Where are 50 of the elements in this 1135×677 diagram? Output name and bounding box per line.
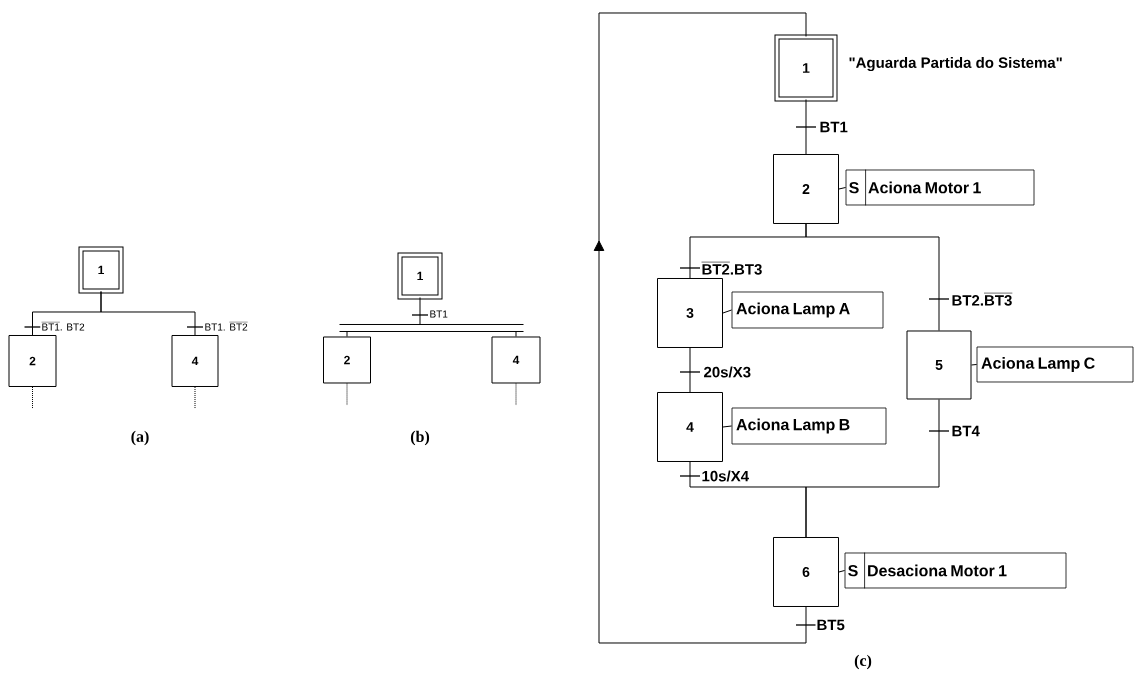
step-box: 4 (491, 336, 541, 384)
connector (346, 331, 348, 337)
connector (805, 99, 807, 155)
transition-label: $\overline{\text{BT1}}\text{. BT2}$ (40, 320, 86, 332)
connector (689, 347, 691, 393)
initial-step-box: 1 (774, 34, 838, 102)
connector (805, 223, 940, 331)
connector (194, 386, 196, 410)
step-box: 5 (906, 330, 972, 400)
action-box: Aciona Lamp A (731, 291, 884, 329)
step-box: 6 (773, 537, 839, 607)
action-box: S Desaciona Motor 1 (844, 552, 1067, 589)
connector (971, 364, 978, 366)
connector (722, 425, 733, 428)
connector (515, 331, 517, 337)
initial-step-box: 1 (78, 246, 124, 294)
transition-label: $\overline{\text{BT2}}\text{.BT3}$ (700, 260, 764, 276)
step-box: 4 (171, 335, 219, 387)
initial-step-box: 1 (397, 252, 443, 300)
action-box: Aciona Lamp C (976, 346, 1134, 383)
transition-label: 20s/X3 (702, 365, 753, 379)
step-box: 2 (8, 335, 57, 387)
action-box: Aciona Lamp B (731, 407, 887, 445)
panel-label: (c) (854, 654, 872, 670)
connector (100, 291, 196, 336)
connector (32, 386, 33, 410)
connector (346, 383, 348, 406)
transition-label: $\text{BT2.}\overline{\text{BT3}}$ (950, 291, 1014, 307)
step-box: 4 (657, 392, 723, 462)
transition-label: BT5 (815, 618, 846, 632)
action-box: S Aciona Motor 1 (845, 169, 1035, 206)
connector (838, 570, 846, 573)
transition-label: $\text{BT1. }\overline{\text{BT2}}$ (203, 320, 249, 332)
transition-label: BT1 (428, 309, 449, 319)
step-box: 3 (657, 278, 723, 348)
panel-label: (a) (131, 430, 149, 446)
transition-label: 10s/X4 (700, 469, 751, 483)
connector (722, 309, 733, 314)
transition-label: BT4 (950, 424, 981, 438)
step-box: 2 (773, 154, 839, 224)
connector (838, 187, 847, 190)
step-caption: "Aguarda Partida do Sistema" (849, 56, 1062, 71)
connector (805, 399, 940, 538)
transition-label: BT1 (818, 120, 849, 134)
step-box: 2 (323, 336, 371, 384)
panel-label: (b) (410, 430, 430, 446)
connector (515, 383, 517, 406)
connector (419, 297, 421, 325)
connector (593, 12, 807, 644)
double-bar (339, 324, 524, 332)
